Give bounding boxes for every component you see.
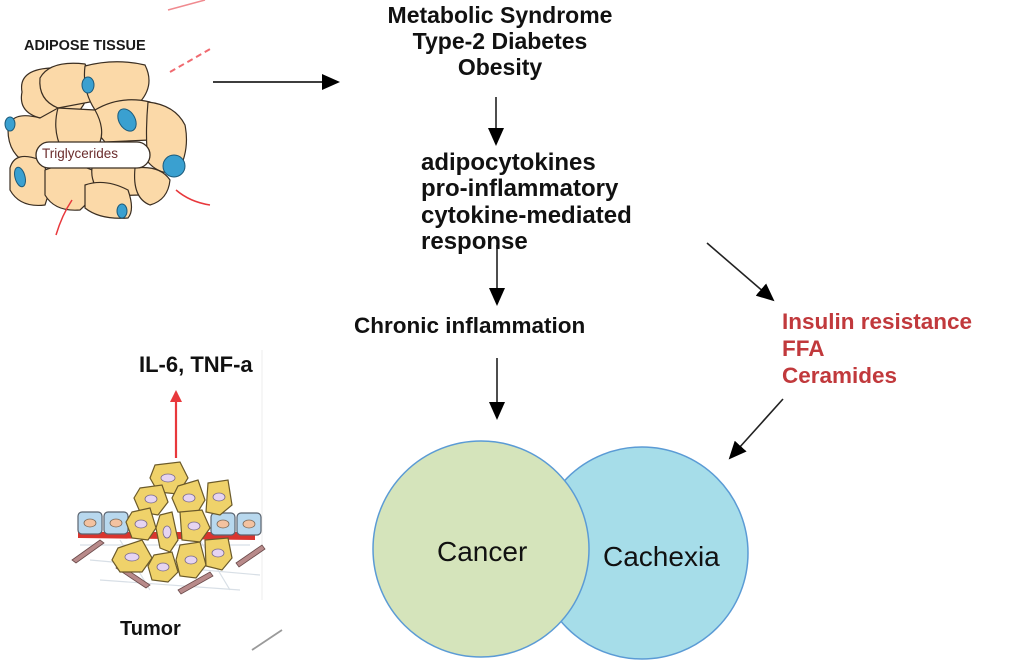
nucleus <box>156 562 170 572</box>
arrow-ceramides-to-cachexia <box>728 398 784 460</box>
nucleus <box>211 548 225 558</box>
cachexia-label: Cachexia <box>603 541 720 572</box>
triglycerides-label: Triglycerides <box>42 146 119 161</box>
decor-line <box>167 0 206 11</box>
decor-line <box>251 629 283 651</box>
adipose-tissue-illustration <box>4 0 213 236</box>
nucleus <box>124 552 140 562</box>
fibroblast <box>235 544 266 568</box>
decor-dashed-line <box>169 47 213 73</box>
arrow-to-insulin-resistance <box>706 242 775 302</box>
nucleus <box>162 154 186 178</box>
node-line: pro-inflammatory <box>421 175 619 203</box>
nucleus <box>187 521 201 531</box>
nucleus <box>144 494 158 504</box>
adipose-tissue-title: ADIPOSE TISSUE <box>24 38 146 54</box>
nucleus <box>4 116 16 132</box>
metabolic-effects-node: Insulin resistance FFA Ceramides <box>782 308 972 389</box>
decor-line <box>99 579 241 591</box>
node-line: Metabolic Syndrome <box>387 2 613 28</box>
nucleus <box>117 108 137 132</box>
nucleus <box>81 76 95 94</box>
node-line: Ceramides <box>782 363 898 388</box>
cancer-circle <box>372 440 590 658</box>
node-line: cytokine-mediated <box>421 201 632 229</box>
fibroblast <box>177 571 214 595</box>
nucleus <box>184 555 198 565</box>
nucleus <box>116 203 128 219</box>
nucleus <box>160 473 176 483</box>
decor-curve <box>55 199 73 236</box>
nucleus <box>14 166 26 188</box>
node-line: Type-2 Diabetes <box>412 27 588 54</box>
nucleus <box>83 518 97 528</box>
nucleus <box>109 518 123 528</box>
adipocytokines-node: adipocytokines pro-inflammatory cytokine… <box>421 149 632 256</box>
cytokines-label: IL-6, TNF-a <box>139 352 253 377</box>
fibroblast <box>71 539 105 564</box>
triglycerides-pill <box>35 141 151 169</box>
nucleus <box>162 525 172 539</box>
nucleus <box>216 519 230 529</box>
node-line: FFA <box>782 336 825 361</box>
node-line: adipocytokines <box>421 149 596 176</box>
nucleus <box>212 492 226 502</box>
nucleus <box>182 493 196 503</box>
nucleus <box>242 519 256 529</box>
node-line: response <box>421 228 528 256</box>
tumor-illustration <box>71 350 283 651</box>
nucleus <box>134 519 148 529</box>
decor-curve <box>175 189 211 206</box>
metabolic-conditions-node: Metabolic Syndrome Type-2 Diabetes Obesi… <box>300 2 700 80</box>
node-line: Insulin resistance <box>782 309 973 334</box>
cancer-label: Cancer <box>437 536 528 567</box>
tumor-label: Tumor <box>120 618 181 640</box>
chronic-inflammation-node: Chronic inflammation <box>354 313 586 338</box>
fat-cell <box>133 166 171 206</box>
node-line: Obesity <box>457 53 543 80</box>
